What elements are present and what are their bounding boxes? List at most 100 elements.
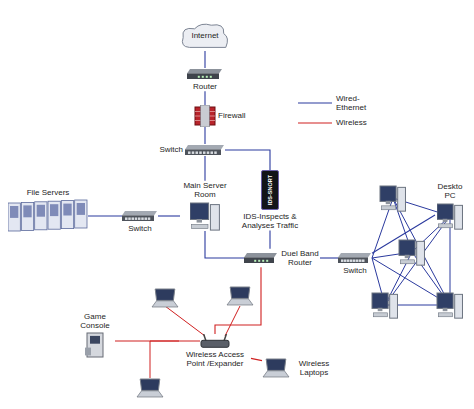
pc-tower [210, 205, 219, 231]
keyboard [192, 224, 209, 228]
desktop-pc: Deskto PC [435, 182, 465, 230]
ethernet-cable [158, 215, 180, 216]
status-led [258, 260, 260, 262]
legend-row: Wired- Ethernet [298, 94, 372, 112]
desktop-pc-icon [380, 186, 405, 211]
monitor [372, 293, 388, 308]
ethernet-cable [204, 127, 205, 144]
port [188, 151, 191, 154]
port [145, 217, 148, 220]
access-point-body [201, 340, 229, 347]
port [203, 151, 206, 154]
device-label: Internet [191, 31, 218, 40]
legend: Wired- EthernetWireless [298, 94, 372, 134]
monitor [380, 186, 396, 201]
port [196, 151, 199, 154]
pc-tower [455, 205, 463, 229]
wireless-laptop-icon [262, 358, 290, 378]
laptop-icon [227, 287, 253, 305]
legend-label: Wireless [336, 118, 367, 127]
port [356, 259, 359, 262]
port [192, 151, 195, 154]
port [125, 217, 128, 220]
monitor [437, 293, 453, 308]
legend-label: Wired- Ethernet [336, 94, 372, 112]
game-console-icon [85, 332, 105, 358]
server-bay [63, 204, 71, 216]
monitor-stand [378, 308, 383, 311]
port [214, 151, 217, 154]
port [353, 259, 356, 262]
game-console: Game Console [75, 312, 115, 358]
ethernet-cable [88, 215, 122, 216]
keyboard [438, 313, 452, 317]
file-servers: File Servers [8, 188, 88, 233]
ethernet-cable [205, 231, 244, 258]
switch-device-icon [338, 252, 372, 264]
device-label: Switch [159, 145, 183, 154]
port [128, 217, 131, 220]
access-point-icon [200, 334, 230, 348]
switch-device: Switch [122, 210, 158, 233]
device-front [338, 257, 368, 263]
server-tower [75, 200, 87, 228]
laptop-screen [230, 287, 250, 298]
port [362, 259, 365, 262]
laptop-icon [152, 289, 178, 307]
status-led [210, 76, 212, 78]
router-device: Router [187, 68, 223, 91]
ethernet-cable [204, 51, 205, 68]
port [211, 151, 214, 154]
legend-line [298, 122, 332, 123]
laptop-base [137, 391, 163, 397]
wireless-link [215, 267, 261, 334]
monitor-stand [386, 201, 391, 204]
server-bay [37, 205, 45, 217]
device-label: File Servers [27, 188, 70, 197]
firewall-device-icon [194, 105, 216, 127]
status-led [206, 76, 208, 78]
ethernet-cable [204, 156, 205, 181]
console-screen [90, 336, 100, 344]
device-top [187, 69, 222, 73]
device-label: Main Server Room [180, 181, 230, 199]
desktop-pc-icon [437, 293, 462, 318]
switch-device: Switch [338, 252, 372, 275]
ethernet-cable [269, 230, 270, 248]
desktop-pc-icon [437, 202, 463, 230]
console-stand [85, 348, 91, 356]
legend-line-sample [298, 99, 332, 107]
status-led [198, 76, 200, 78]
server-tower [8, 203, 20, 231]
device-label: Switch [343, 266, 367, 275]
port [207, 151, 210, 154]
port [141, 217, 144, 220]
ethernet-cable [450, 216, 451, 305]
server-bay [10, 206, 18, 218]
legend-line [298, 103, 332, 104]
pc-tower [390, 294, 398, 318]
ethernet-cable [320, 257, 338, 258]
wireless-link [251, 358, 262, 360]
server-tower [48, 201, 60, 229]
monitor-stand [197, 219, 202, 223]
device-label: Firewall [218, 111, 246, 120]
pc-tower [455, 294, 463, 318]
ethernet-cable [204, 91, 205, 105]
switch-device-icon [122, 210, 158, 222]
port [344, 259, 347, 262]
desktop-pc-icon [372, 293, 397, 318]
monitor-stand [405, 255, 410, 258]
port [148, 217, 151, 220]
desktop-pc-icon [399, 240, 424, 265]
port [132, 217, 135, 220]
device-front [244, 257, 274, 263]
laptop-screen [140, 379, 160, 390]
device-label: Switch [128, 224, 152, 233]
access-point: Wireless Access Point /Expander [179, 334, 251, 368]
port [347, 259, 350, 262]
ethernet-cable [385, 216, 450, 305]
server-bay [50, 204, 58, 216]
ids-appliance: IDS-SNORT [261, 170, 279, 210]
wireless-laptop: Wireless Laptops [262, 358, 336, 378]
